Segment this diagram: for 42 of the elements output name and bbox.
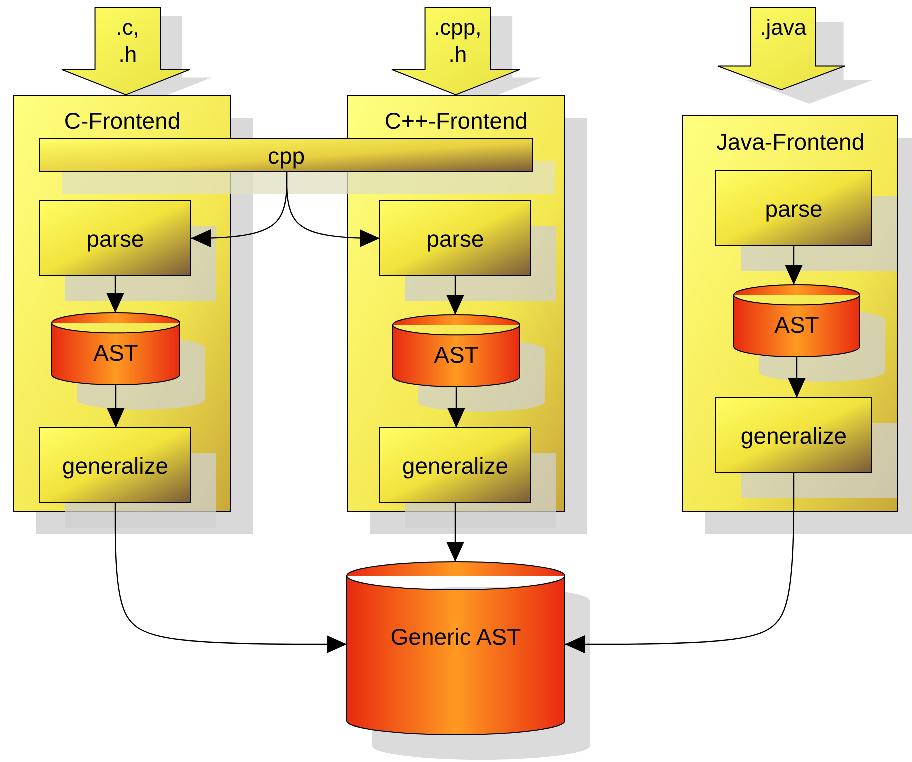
node-label: parse (426, 224, 486, 252)
process-box (716, 171, 872, 246)
panel-heading: C-Frontend (63, 107, 182, 135)
arrow (785, 246, 803, 285)
database-cylinder (347, 562, 565, 735)
database-cylinder (734, 285, 860, 357)
process-box (40, 428, 191, 503)
arrow (565, 473, 795, 654)
preprocessor-bar (40, 139, 533, 172)
file-extension-label: .cpp, .h (433, 14, 483, 68)
process-box (380, 201, 531, 276)
arrow (446, 276, 464, 315)
input-arrow (392, 8, 520, 95)
process-box (716, 398, 872, 473)
file-extension-label: .java (759, 14, 808, 41)
node-label: generalize (740, 422, 848, 450)
panel-heading: C++-Frontend (384, 107, 530, 135)
process-box (40, 201, 191, 276)
node-label: Generic AST (390, 622, 522, 652)
frontend-panel (683, 116, 898, 512)
node-label: AST (774, 311, 820, 339)
arrow (446, 503, 464, 562)
arrow (114, 503, 347, 654)
node-label: parse (764, 194, 824, 222)
node-label: AST (433, 341, 480, 369)
database-cylinder (393, 315, 520, 387)
node-label: cpp (266, 142, 306, 170)
input-arrow (718, 8, 845, 90)
panel-heading: Java-Frontend (715, 128, 866, 156)
process-box (380, 428, 531, 503)
node-label: generalize (401, 452, 510, 480)
database-cylinder (52, 313, 180, 385)
node-label: parse (86, 224, 146, 252)
arrow (448, 387, 466, 428)
node-label: generalize (61, 452, 170, 480)
arrow (107, 385, 125, 428)
arrow (106, 276, 124, 313)
arrow (286, 172, 380, 248)
node-label: AST (92, 339, 140, 367)
file-extension-label: .c, .h (115, 14, 141, 68)
arrow (788, 357, 806, 398)
input-arrow (62, 8, 190, 95)
